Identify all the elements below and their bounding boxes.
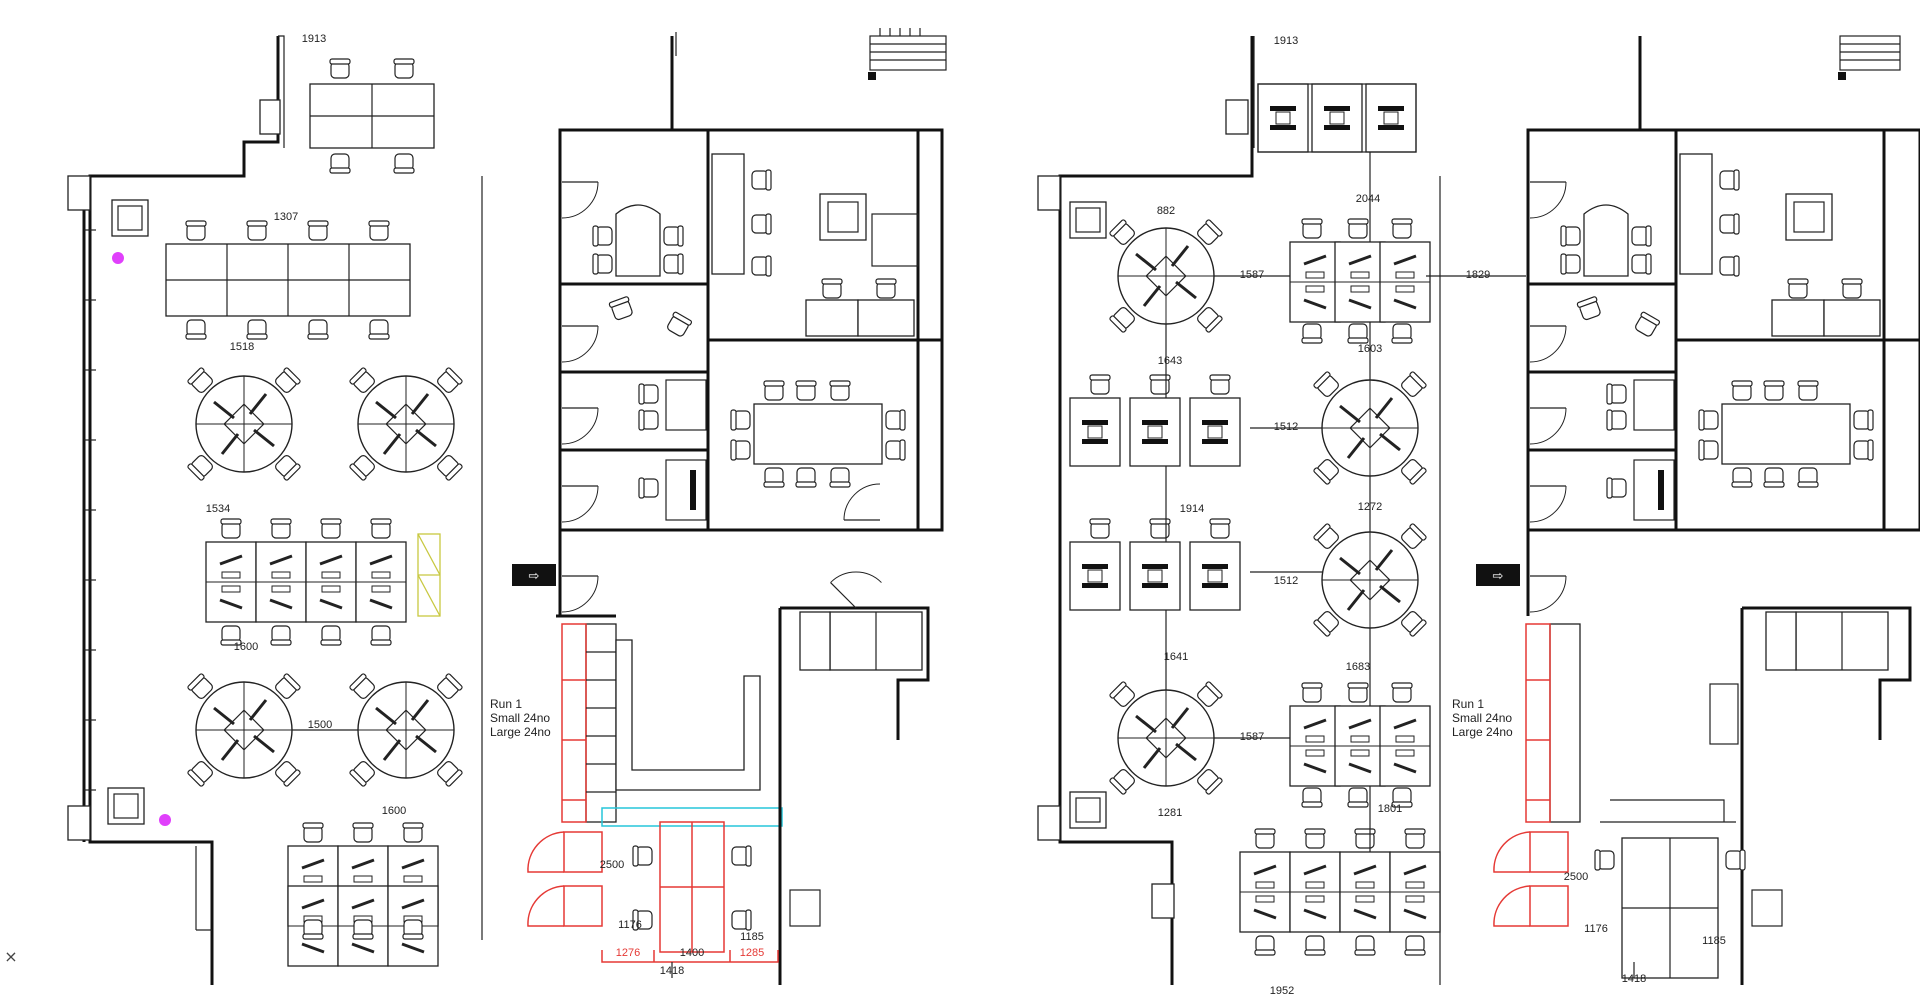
dim-label: 1587 <box>1240 731 1264 743</box>
left-plan: 1913 1307 1518 1534 1600 1500 1600 <box>67 33 483 985</box>
dim-label: 1534 <box>206 503 230 515</box>
exit-sign-icon <box>512 564 556 586</box>
dim-label: 1683 <box>1346 661 1370 673</box>
dim-label: 1418 <box>660 965 684 977</box>
dim-label: 1285 <box>740 947 764 959</box>
dim-label: 1276 <box>616 947 640 959</box>
dim-label: 1176 <box>618 919 642 931</box>
dim-label: 1281 <box>1158 807 1182 819</box>
svg-text:⇨: ⇨ <box>529 569 540 584</box>
dim-label: 1400 <box>680 947 704 959</box>
dim-label: 1641 <box>1164 651 1188 663</box>
dim-label: 1587 <box>1240 269 1264 281</box>
magenta-marker <box>112 252 124 264</box>
dim-label: 1914 <box>1180 503 1204 515</box>
dim-label: 1185 <box>1702 935 1726 947</box>
run-label-line: Run 1 <box>490 697 522 711</box>
dim-label: 2500 <box>1564 871 1588 883</box>
run-label-line: Large 24no <box>490 725 551 739</box>
run-label-line: Large 24no <box>1452 725 1513 739</box>
dim-label: 1913 <box>302 33 326 45</box>
dim-label: 1913 <box>1274 35 1298 47</box>
right-dimensions: 1913 2044 882 1587 1829 1643 1603 1512 1… <box>1157 35 1490 997</box>
dim-label: 1512 <box>1274 575 1298 587</box>
svg-text:⇨: ⇨ <box>1493 569 1504 584</box>
dim-label: 1600 <box>234 641 258 653</box>
dim-label: 1643 <box>1158 355 1182 367</box>
dim-label: 2044 <box>1356 193 1380 205</box>
left-outer-wall <box>88 36 280 985</box>
dim-label: 1512 <box>1274 421 1298 433</box>
left-dimensions: 1913 1307 1518 1534 1600 1500 1600 <box>206 33 406 817</box>
dim-label: 1500 <box>308 719 332 731</box>
left-column <box>259 99 281 135</box>
magenta-marker <box>159 814 171 826</box>
dim-label: 1272 <box>1358 501 1382 513</box>
right-rooms: ⇨ 2500 1176 1185 1418 <box>1476 35 1920 985</box>
close-icon[interactable]: × <box>4 947 18 966</box>
dim-label: 1829 <box>1466 269 1490 281</box>
dim-label: 1176 <box>1584 923 1608 935</box>
right-plan: 1913 2044 882 1587 1829 1643 1603 1512 1… <box>1037 35 1526 997</box>
dim-label: 1418 <box>1622 973 1646 985</box>
dim-label: 1603 <box>1358 343 1382 355</box>
exit-sign-icon <box>1476 564 1520 586</box>
dim-label: 1600 <box>382 805 406 817</box>
run-label-line: Small 24no <box>490 711 550 725</box>
dim-label: 1952 <box>1270 985 1294 997</box>
dim-label: 1307 <box>274 211 298 223</box>
dim-label: 1801 <box>1378 803 1402 815</box>
run-label-line: Small 24no <box>1452 711 1512 725</box>
dim-label: 1518 <box>230 341 254 353</box>
dim-label: 1185 <box>740 931 764 943</box>
dim-label: 2500 <box>600 859 624 871</box>
left-rooms: ⇨ Run 1 Small 24no Large 24no 2500 1176 <box>490 28 947 985</box>
run-label-line: Run 1 <box>1452 697 1484 711</box>
dim-label: 882 <box>1157 205 1175 217</box>
